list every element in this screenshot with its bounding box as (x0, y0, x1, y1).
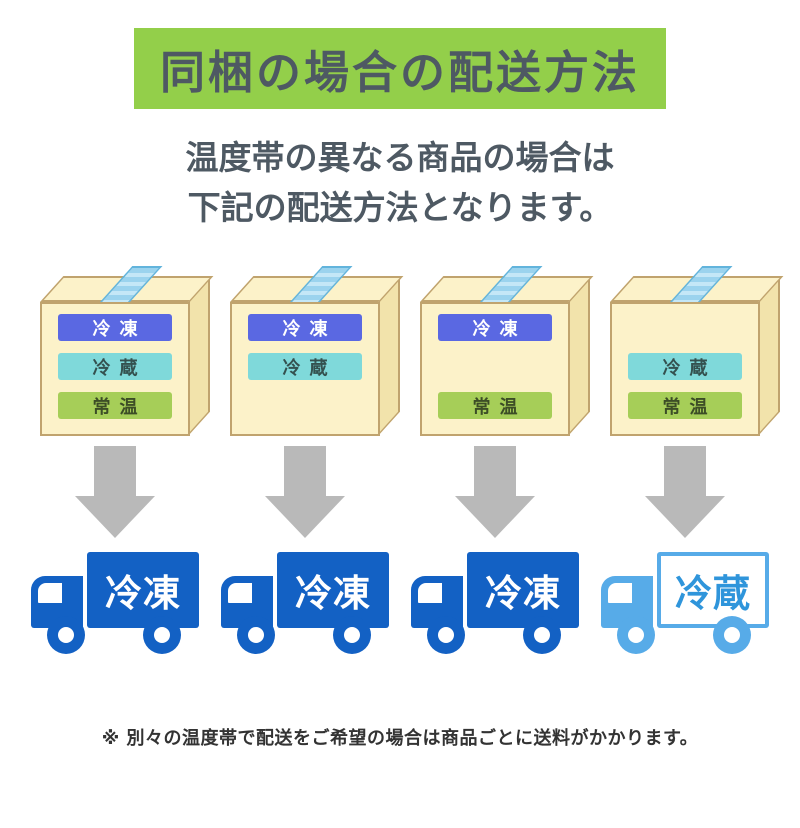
down-arrow-icon (75, 446, 155, 538)
box-front-face: 冷凍 常温 (420, 302, 570, 436)
temperature-label: 常温 (628, 392, 742, 419)
box-top-face (230, 266, 404, 302)
delivery-truck-icon: 冷凍 (221, 552, 389, 658)
truck-wheel (617, 616, 655, 654)
cardboard-box: 冷蔵 常温 (610, 266, 784, 436)
footnote: ※ 別々の温度帯で配送をご希望の場合は商品ごとに送料がかかります。 (101, 728, 699, 749)
temperature-label: 冷蔵 (58, 353, 172, 380)
temperature-label: 常温 (58, 392, 172, 419)
truck-cargo: 冷凍 (277, 552, 389, 628)
temperature-label: 冷蔵 (248, 353, 362, 380)
packing-tape-icon (100, 266, 163, 302)
down-arrow-icon (455, 446, 535, 538)
subtitle-line-1: 温度帯の異なる商品の場合は (185, 138, 615, 177)
shipping-column-2: 冷凍 冷蔵 冷凍 (212, 252, 404, 658)
down-arrow-icon (645, 446, 725, 538)
truck-wheel (427, 616, 465, 654)
box-side-face (568, 277, 590, 436)
box-top-face (40, 266, 214, 302)
truck-cargo: 冷凍 (87, 552, 199, 628)
delivery-truck-icon: 冷凍 (411, 552, 579, 658)
cardboard-box: 冷凍 冷蔵 (230, 266, 404, 436)
temperature-label: 冷凍 (248, 314, 362, 341)
temperature-label: 冷凍 (438, 314, 552, 341)
truck-wheel (143, 616, 181, 654)
down-arrow-icon (265, 446, 345, 538)
cardboard-box: 冷凍 常温 (420, 266, 594, 436)
shipping-columns: 冷凍 冷蔵 常温 冷凍 冷凍 冷蔵 (0, 252, 800, 658)
box-front-face: 冷凍 冷蔵 (230, 302, 380, 436)
box-front-face: 冷凍 冷蔵 常温 (40, 302, 190, 436)
delivery-truck-icon: 冷蔵 (601, 552, 769, 658)
truck-wheel (47, 616, 85, 654)
truck-wheel (237, 616, 275, 654)
subtitle: 温度帯の異なる商品の場合は 下記の配送方法となります。 (0, 133, 800, 232)
temperature-label: 冷凍 (58, 314, 172, 341)
temperature-label: 冷蔵 (628, 353, 742, 380)
delivery-truck-icon: 冷凍 (31, 552, 199, 658)
shipping-column-3: 冷凍 常温 冷凍 (402, 252, 594, 658)
box-top-face (420, 266, 594, 302)
truck-wheel (523, 616, 561, 654)
box-top-face (610, 266, 784, 302)
truck-cargo: 冷凍 (467, 552, 579, 628)
truck-cargo: 冷蔵 (657, 552, 769, 628)
packing-tape-icon (670, 266, 733, 302)
cardboard-box: 冷凍 冷蔵 常温 (40, 266, 214, 436)
page-title: 同梱の場合の配送方法 (133, 28, 666, 109)
truck-wheel (713, 616, 751, 654)
box-side-face (758, 277, 780, 436)
truck-wheel (333, 616, 371, 654)
box-front-face: 冷蔵 常温 (610, 302, 760, 436)
box-side-face (188, 277, 210, 436)
shipping-column-1: 冷凍 冷蔵 常温 冷凍 (22, 252, 214, 658)
box-side-face (378, 277, 400, 436)
packing-tape-icon (480, 266, 543, 302)
shipping-column-4: 冷蔵 常温 冷蔵 (592, 252, 784, 658)
packing-tape-icon (290, 266, 353, 302)
temperature-label: 常温 (438, 392, 552, 419)
subtitle-line-2: 下記の配送方法となります。 (187, 187, 613, 227)
